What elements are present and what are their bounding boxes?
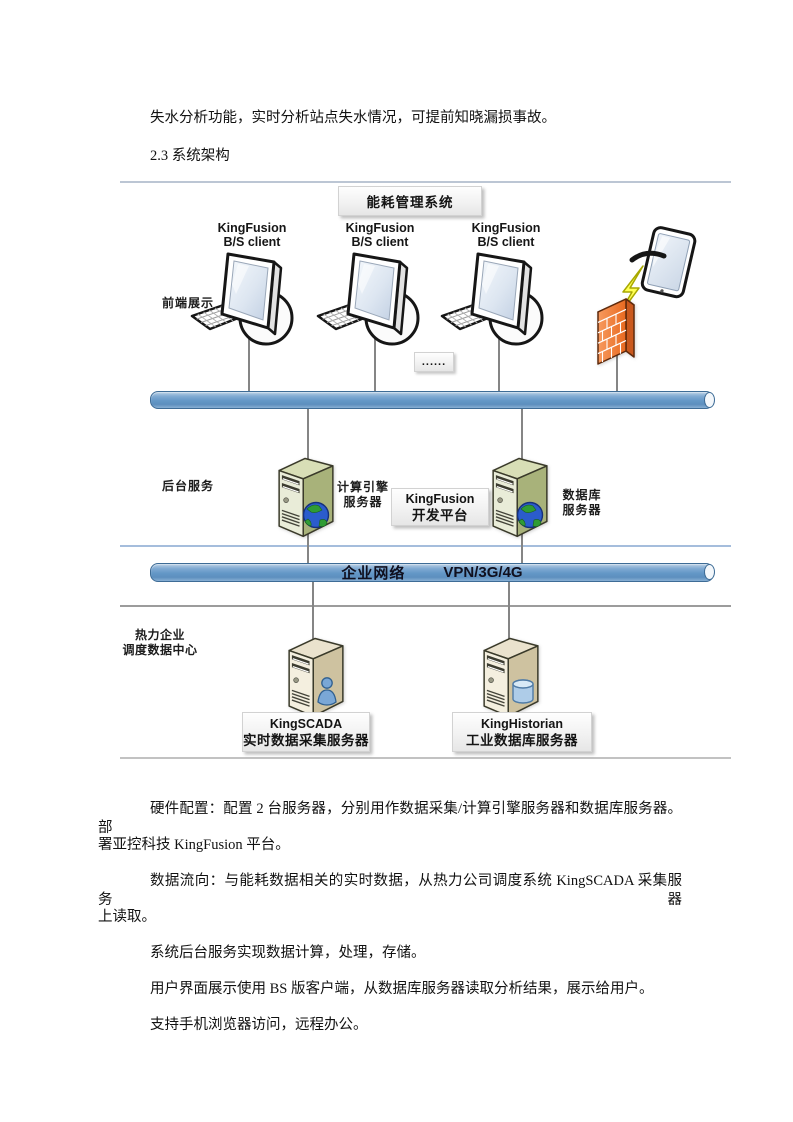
database-server-icon: [492, 457, 548, 538]
zone-label-frontend: 前端展示: [161, 296, 214, 310]
user-icon: [317, 677, 337, 706]
historian-server-box: KingHistorian 工业数据库服务器: [452, 712, 592, 752]
zone-label-datacenter: 热力企业 调度数据中心: [122, 628, 198, 657]
vpn-label: VPN/3G/4G: [443, 564, 523, 581]
diagram-title: 能耗管理系统: [366, 195, 454, 210]
body-line: 支持手机浏览器访问，远程办公。: [150, 1017, 368, 1033]
compute-server-label: 计算引擎 服务器: [336, 480, 389, 509]
database-server-label: 数据库 服务器: [562, 488, 602, 517]
tablet-icon: [629, 226, 697, 299]
workstation-icon: [436, 240, 556, 352]
enterprise-network-label: 企业网络: [341, 566, 406, 582]
enterprise-network-pipe: 企业网络 VPN/3G/4G: [150, 563, 715, 582]
client1-label: KingFusion B/S client: [217, 221, 287, 249]
client3-label: KingFusion B/S client: [471, 221, 541, 249]
section-heading: 2.3 系统架构: [150, 148, 230, 164]
diagram-title-box: 能耗管理系统: [338, 186, 482, 216]
connector-firewall: [616, 352, 618, 391]
connector-scada-server: [312, 580, 314, 646]
body-line: 硬件配置：配置 2 台服务器，分别用作数据采集/计算引擎服务器和数据库服务器。部: [98, 801, 682, 836]
scada-server-box: KingSCADA 实时数据采集服务器: [242, 712, 370, 752]
body-line: 系统后台服务实现数据计算，处理，存储。: [150, 945, 426, 961]
network-section-divider: [120, 605, 731, 607]
kingfusion-platform-box: KingFusion 开发平台: [391, 488, 489, 526]
connector-client3: [498, 300, 500, 391]
stylus-icon: [629, 250, 667, 263]
zone-label-backend: 后台服务: [161, 479, 214, 493]
scada-server-icon: [288, 637, 344, 718]
network-pipe-top: [150, 391, 715, 409]
connector-client2: [374, 300, 376, 391]
body-line: 数据流向：与能耗数据相关的实时数据，从热力公司调度系统 KingSCADA 采集…: [98, 873, 682, 908]
diagram-top-divider: [120, 181, 731, 183]
backend-section-divider: [120, 545, 731, 547]
body-line: 署亚控科技 KingFusion 平台。: [98, 837, 290, 853]
body-line: 用户界面展示使用 BS 版客户端，从数据库服务器读取分析结果，展示给用户。: [150, 981, 654, 997]
compute-server-icon: [278, 457, 334, 538]
globe-icon: [302, 501, 330, 529]
workstation-icon: [312, 240, 432, 352]
intro-paragraph: 失水分析功能，实时分析站点失水情况，可提前知晓漏损事故。: [150, 110, 556, 126]
client2-label: KingFusion B/S client: [345, 221, 415, 249]
firewall-icon: [597, 298, 635, 365]
historian-server-icon: [483, 637, 539, 718]
database-cylinder-icon: [512, 679, 534, 704]
globe-icon: [516, 501, 544, 529]
connector-historian-server: [508, 580, 510, 646]
ellipsis-box: ......: [414, 352, 454, 372]
diagram-bottom-divider: [120, 757, 731, 759]
body-line: 上读取。: [98, 909, 156, 925]
connector-client1: [248, 300, 250, 391]
